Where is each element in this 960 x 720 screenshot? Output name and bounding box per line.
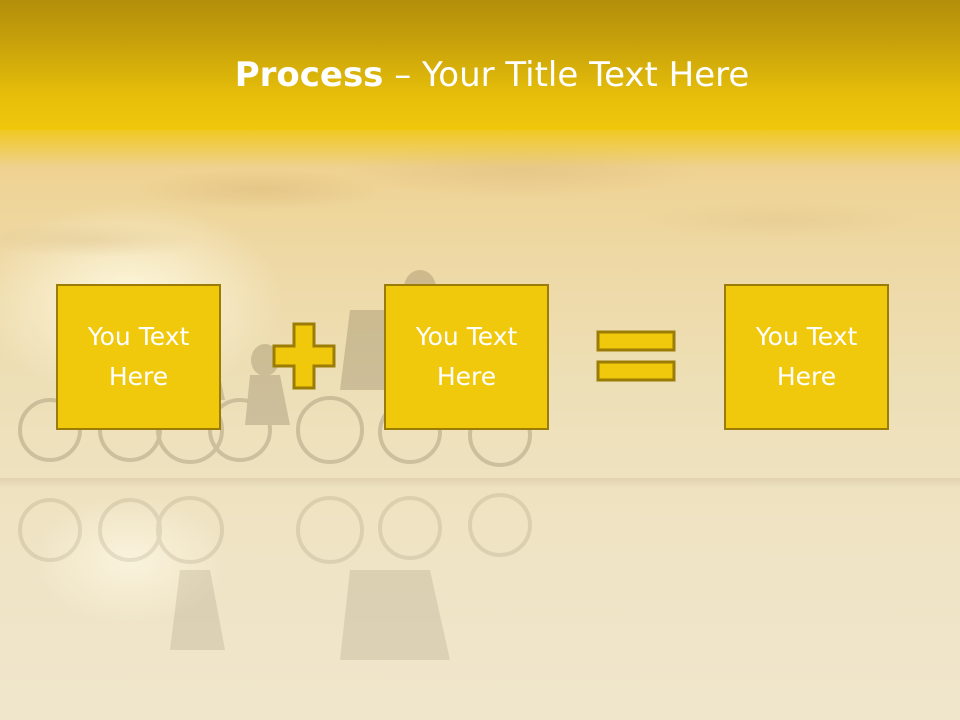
process-box-2[interactable]: You Text Here — [384, 284, 549, 430]
equals-icon[interactable] — [596, 330, 676, 384]
title-band-fade — [0, 128, 960, 168]
process-box-1[interactable]: You Text Here — [56, 284, 221, 430]
title-rest-text: – Your Title Text Here — [383, 55, 750, 95]
horizon-line — [0, 478, 960, 488]
process-box-3-label: You Text Here — [755, 322, 858, 391]
slide-title[interactable]: Process – Your Title Text Here — [0, 52, 960, 98]
process-box-1-label: You Text Here — [87, 322, 190, 391]
process-box-2-label: You Text Here — [415, 322, 518, 391]
process-box-3[interactable]: You Text Here — [724, 284, 889, 430]
title-band — [0, 0, 960, 130]
water-reflection-image — [18, 493, 532, 660]
title-bold-text: Process — [234, 55, 384, 95]
plus-icon[interactable] — [272, 322, 336, 390]
